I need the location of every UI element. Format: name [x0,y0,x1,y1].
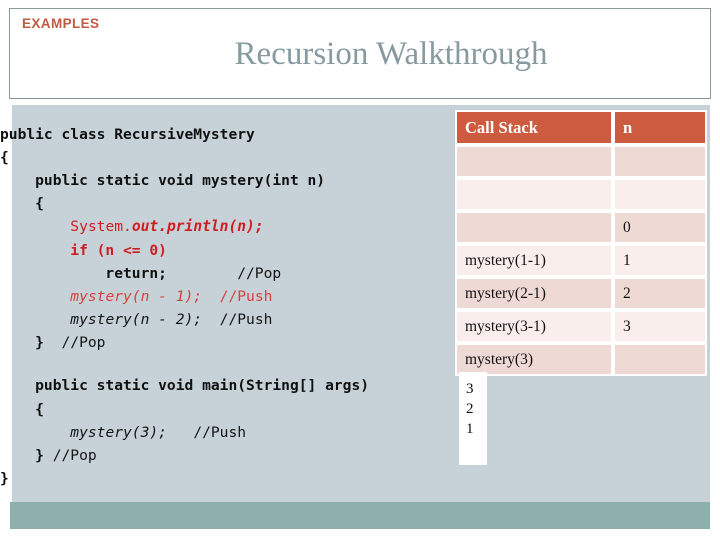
cell-call-stack: mystery(1-1) [455,244,613,277]
console-output-box: 3 2 1 [459,372,487,465]
code-token-mystery-open-brace: { [0,195,44,213]
cell-call-stack [455,178,613,211]
code-blank-line [0,354,460,374]
code-line-2: { [0,146,460,169]
code-line-9: mystery(n - 2); //Push [0,308,460,331]
code-token-if-base-case: if (n <= 0) [0,241,167,259]
cell-n: 1 [613,244,707,277]
table-row: mystery(2-1) 2 [455,277,707,310]
code-token-class-close-brace: } [0,470,9,488]
footer-bar [10,502,710,529]
column-header-call-stack: Call Stack [455,110,613,145]
cell-call-stack [455,145,613,178]
code-gap [202,288,220,305]
page-title: Recursion Walkthrough [234,36,548,72]
code-comment-pop-return: //Pop [237,264,282,282]
table-row [455,178,707,211]
code-line-5: System.out.println(n); [0,215,460,238]
call-stack-table: Call Stack n 0 mystery(1-1) 1 myste [455,110,707,376]
eyebrow-label: EXAMPLES [22,16,100,31]
cell-call-stack: mystery(3) [455,343,613,376]
cell-n [613,343,707,376]
code-token-system: System. [70,218,132,236]
cell-call-stack: mystery(2-1) [455,277,613,310]
code-token-main-open-brace: { [0,400,44,418]
code-gap [202,311,220,328]
code-token-mystery-signature: public static void mystery(int n) [0,171,326,189]
console-output-line: 2 [466,401,474,417]
code-line-3: public static void mystery(int n) [0,169,460,192]
cell-n: 0 [613,211,707,244]
table-row [455,145,707,178]
code-token-main-close-brace: } [0,447,53,465]
code-token-main-signature: public static void main(String[] args) [0,377,370,395]
cell-n [613,145,707,178]
code-token-println: out.println(n); [131,218,264,236]
table-row: mystery(3-1) 3 [455,310,707,343]
code-line-13: { [0,398,460,421]
code-comment-push-1: //Push [219,287,273,305]
column-header-n: n [613,110,707,145]
code-line-6: if (n <= 0) [0,239,460,262]
code-indent [0,424,70,441]
code-gap [167,265,237,282]
code-token-return: return; [0,264,167,282]
cell-call-stack [455,211,613,244]
code-comment-pop-method: //Pop [61,334,106,352]
code-comment-pop-main: //Pop [52,447,97,465]
table-row: mystery(3) [455,343,707,376]
panel-left-edge [10,105,12,502]
code-comment-push-3: //Push [193,423,247,441]
code-token-mystery-n-minus-1: mystery(n - 1); [70,287,203,305]
code-indent [0,218,70,235]
code-token-public-class: public class [0,125,115,143]
code-line-12: public static void main(String[] args) [0,374,460,397]
code-token-mystery-close-brace: } [0,334,62,352]
code-line-1: public class RecursiveMystery [0,123,460,146]
console-output-line: 3 [466,381,474,397]
code-token-mystery-n-minus-2: mystery(n - 2); [70,311,203,329]
code-block: public class RecursiveMystery { public st… [0,123,460,491]
code-gap [167,424,193,441]
code-token-class-name: RecursiveMystery [114,125,255,143]
code-line-7: return; //Pop [0,262,460,285]
console-output-line: 1 [466,421,474,437]
code-line-16: } [0,467,460,490]
code-line-4: { [0,192,460,215]
cell-n [613,178,707,211]
header-divider [9,98,711,99]
code-token-open-brace: { [0,148,9,166]
code-token-mystery-3: mystery(3); [70,423,167,441]
code-line-15: } //Pop [0,444,460,467]
code-comment-push-2: //Push [219,311,273,329]
cell-n: 2 [613,277,707,310]
code-line-10: } //Pop [0,331,460,354]
cell-call-stack: mystery(3-1) [455,310,613,343]
code-line-14: mystery(3); //Push [0,421,460,444]
code-line-8: mystery(n - 1); //Push [0,285,460,308]
cell-n: 3 [613,310,707,343]
code-indent [0,288,70,305]
table-row: mystery(1-1) 1 [455,244,707,277]
table-row: 0 [455,211,707,244]
code-indent [0,311,70,328]
table-header-row: Call Stack n [455,110,707,145]
header-box [9,8,711,99]
